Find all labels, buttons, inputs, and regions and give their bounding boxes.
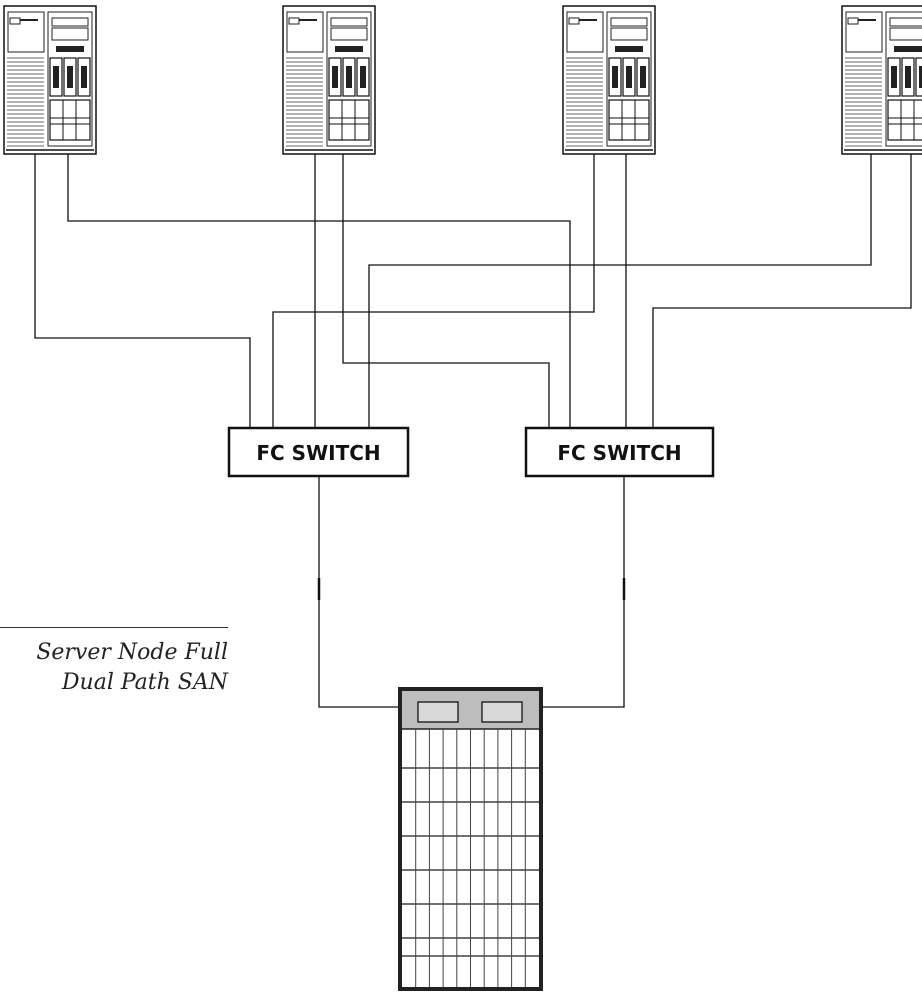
fc-switch-2: FC SWITCH [524, 426, 715, 478]
cable [541, 476, 625, 708]
cable [34, 154, 251, 428]
fc-switch-label: FC SWITCH [557, 441, 681, 465]
server-node-2 [282, 5, 376, 155]
fc-switch-1: FC SWITCH [227, 426, 410, 478]
disk-grid [402, 729, 539, 987]
fc-switch-label: FC SWITCH [256, 441, 380, 465]
server-node-3 [562, 5, 656, 155]
cable [368, 154, 872, 428]
cable-group [34, 154, 912, 708]
diagram-caption: Server Node Full Dual Path SAN [0, 627, 228, 698]
server-node-4 [841, 5, 922, 155]
storage-array-icon [398, 687, 543, 991]
cable [67, 154, 571, 428]
cable-joint-group [317, 578, 626, 600]
cable [342, 154, 550, 428]
cable [318, 476, 400, 708]
server-node-1 [3, 5, 97, 155]
caption-line-2: Dual Path SAN [61, 670, 228, 695]
cable [272, 154, 595, 428]
cable [652, 154, 912, 428]
caption-line-1: Server Node Full [36, 640, 228, 665]
